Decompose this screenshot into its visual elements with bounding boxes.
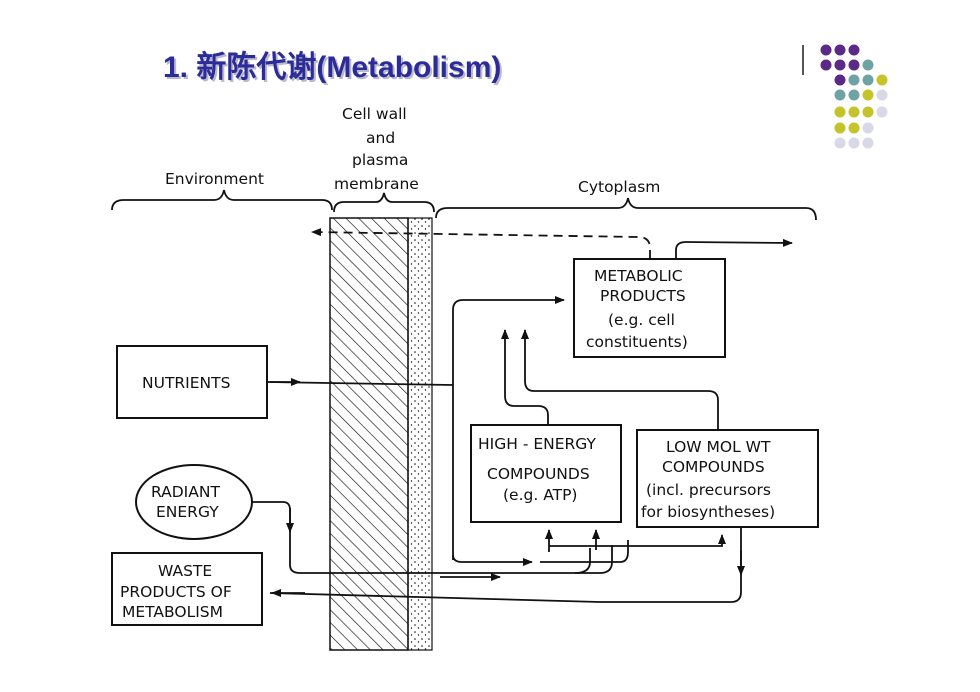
dashed-export-arrow — [311, 228, 651, 259]
metabolic-products-label: constituents) — [586, 333, 688, 351]
waste-products-box: WASTE PRODUCTS OF METABOLISM — [111, 552, 263, 626]
low-mol-to-products — [521, 329, 719, 430]
low-mol-wt-compounds-box: LOW MOL WT COMPOUNDS (incl. precursors f… — [636, 429, 819, 528]
waste-out-arrow — [269, 527, 742, 603]
cytoplasm-brace — [435, 197, 817, 221]
low-mol-label: COMPOUNDS — [662, 458, 765, 476]
high-energy-label: HIGH - ENERGY — [478, 435, 597, 453]
waste-label: METABOLISM — [122, 603, 223, 621]
environment-brace — [111, 189, 333, 211]
title-divider — [802, 45, 804, 75]
radiant-energy-ellipse: RADIANT ENERGY — [135, 464, 253, 540]
cytoplasm-label: Cytoplasm — [578, 178, 660, 196]
cell-wall-brace — [333, 192, 435, 213]
low-mol-label: (incl. precursors — [646, 481, 771, 499]
radiant-energy-label: ENERGY — [156, 503, 219, 521]
plasma-membrane — [407, 217, 433, 651]
metabolic-products-label: (e.g. cell — [608, 311, 675, 329]
high-energy-label: (e.g. ATP) — [503, 486, 577, 504]
metabolic-products-label: METABOLIC — [594, 267, 683, 285]
cell-wall — [329, 217, 409, 651]
radiant-energy-label: RADIANT — [151, 483, 220, 501]
waste-label: PRODUCTS OF — [120, 583, 232, 601]
high-energy-label: COMPOUNDS — [487, 465, 590, 483]
cell-wall-label-line: Cell wall — [342, 105, 407, 123]
cell-wall-label-line: plasma — [352, 151, 408, 169]
products-out-arrow — [675, 238, 793, 259]
metabolic-products-label: PRODUCTS — [600, 287, 686, 305]
flow-arrows — [251, 228, 793, 603]
nutrients-label: NUTRIENTS — [142, 374, 230, 392]
low-mol-label: LOW MOL WT — [666, 438, 771, 456]
high-energy-compounds-box: HIGH - ENERGY COMPOUNDS (e.g. ATP) — [470, 424, 622, 523]
cell-wall-label-line: and — [366, 129, 395, 147]
radiant-energy-in-arrow — [251, 501, 613, 574]
metabolic-products-box: METABOLIC PRODUCTS (e.g. cell constituen… — [573, 258, 726, 358]
high-energy-to-products — [501, 329, 549, 425]
slide-title: 1. 新陈代谢(Metabolism) — [163, 51, 502, 84]
environment-label: Environment — [165, 170, 264, 188]
cytoplasm-trunk — [452, 296, 565, 560]
nutrients-box: NUTRIENTS — [116, 345, 268, 419]
waste-label: WASTE — [158, 562, 212, 580]
low-mol-label: for biosyntheses) — [641, 503, 775, 521]
cell-wall-label-line: membrane — [334, 175, 419, 193]
